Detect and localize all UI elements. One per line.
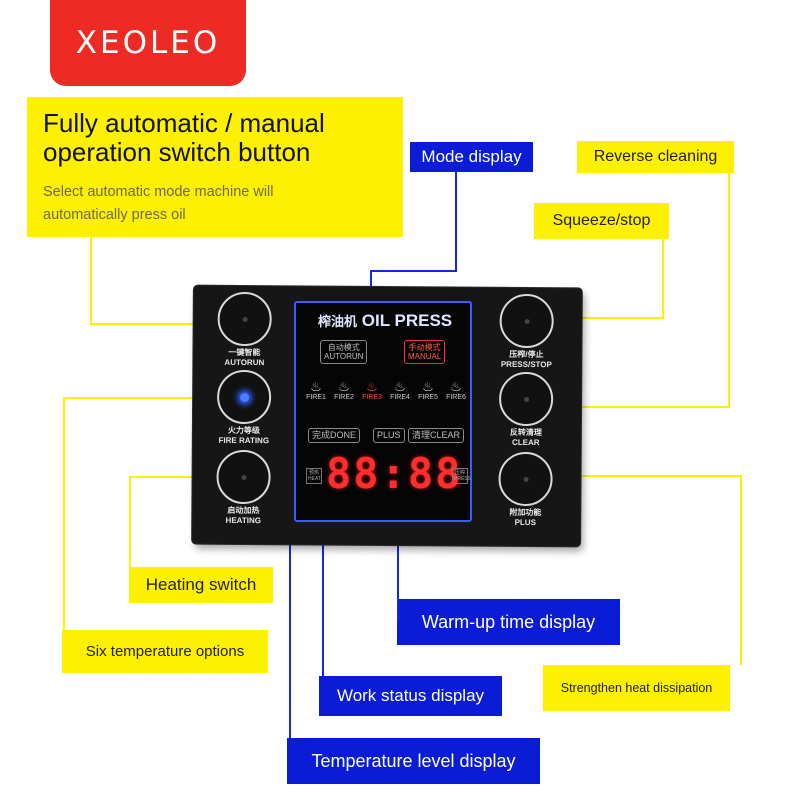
heating-switch-label: Heating switch xyxy=(129,567,273,603)
indicator-dot xyxy=(241,474,247,480)
heat-indicator: 预热 HEAT xyxy=(306,468,322,484)
leader-line xyxy=(728,173,730,408)
leader-line xyxy=(662,239,664,319)
fire-level-6: ♨FIRE6 xyxy=(444,379,468,401)
autorun-button[interactable] xyxy=(217,291,272,347)
temperature-level-display-label: Temperature level display xyxy=(287,738,540,784)
flame-icon: ♨ xyxy=(310,379,322,394)
flame-icon: ♨ xyxy=(422,379,434,394)
indicator-dot xyxy=(242,316,248,322)
operation-switch-desc-2: automatically press oil xyxy=(43,207,186,223)
leader-line xyxy=(455,172,457,272)
indicator-dot xyxy=(523,396,529,402)
squeeze-stop-label: Squeeze/stop xyxy=(534,203,669,239)
leader-line xyxy=(289,396,291,738)
plus-button[interactable] xyxy=(498,451,553,507)
flame-icon: ♨ xyxy=(394,379,406,394)
fire-rating-button[interactable] xyxy=(216,369,272,425)
operation-switch-title-2: operation switch button xyxy=(43,137,311,167)
leader-line xyxy=(570,406,730,408)
heating-button[interactable] xyxy=(216,449,271,505)
leader-line xyxy=(397,506,399,621)
operation-switch-desc-1: Select automatic mode machine will xyxy=(43,184,274,200)
indicator-led xyxy=(239,392,249,402)
leader-line xyxy=(90,323,215,325)
status-clear: 清理CLEAR xyxy=(408,428,465,443)
screen-title: 榨油机 OIL PRESS xyxy=(318,311,453,330)
fire-level-5: ♨FIRE5 xyxy=(416,379,440,401)
leader-line xyxy=(63,397,65,630)
fire-level-3: ♨FIRE3 xyxy=(360,379,384,401)
press-indicator: 压榨 PRESS xyxy=(452,468,471,484)
six-temperature-options-label: Six temperature options xyxy=(62,630,268,673)
reverse-cleaning-label: Reverse cleaning xyxy=(577,141,734,173)
flame-icon: ♨ xyxy=(338,379,350,394)
leader-line xyxy=(322,440,324,676)
warm-up-time-display-label: Warm-up time display xyxy=(397,599,620,645)
leader-line xyxy=(570,317,664,319)
flame-icon: ♨ xyxy=(366,379,378,394)
time-digits: 88:88 xyxy=(326,449,463,498)
press-stop-button[interactable] xyxy=(499,293,554,349)
leader-line xyxy=(90,237,92,325)
operation-switch-annotation: Fully automatic / manual operation switc… xyxy=(27,97,403,237)
fire-level-row: ♨FIRE1 ♨FIRE2 ♨FIRE3 ♨FIRE4 ♨FIRE5 ♨FIRE… xyxy=(304,379,468,401)
work-status-display-label: Work status display xyxy=(319,676,502,716)
leader-line xyxy=(129,476,131,567)
operation-switch-title-1: Fully automatic / manual xyxy=(43,108,325,138)
brand-name: XEOLEO xyxy=(75,25,221,61)
fire-level-2: ♨FIRE2 xyxy=(332,379,356,401)
leader-line xyxy=(370,270,457,272)
indicator-dot xyxy=(523,476,529,482)
clear-button[interactable] xyxy=(498,371,554,427)
indicator-dot xyxy=(524,318,530,324)
mode-display-label: Mode display xyxy=(410,142,533,172)
leader-line xyxy=(570,475,742,477)
fire-level-1: ♨FIRE1 xyxy=(304,379,328,401)
leader-line xyxy=(129,476,215,478)
strengthen-heat-dissipation-label: Strengthen heat dissipation xyxy=(543,665,730,711)
status-plus: PLUS xyxy=(373,428,405,443)
status-done: 完成DONE xyxy=(308,428,361,443)
flame-icon: ♨ xyxy=(450,379,462,394)
leader-line xyxy=(63,397,215,399)
leader-line xyxy=(740,475,742,665)
brand-logo: XEOLEO xyxy=(50,0,246,86)
fire-level-4: ♨FIRE4 xyxy=(388,379,412,401)
